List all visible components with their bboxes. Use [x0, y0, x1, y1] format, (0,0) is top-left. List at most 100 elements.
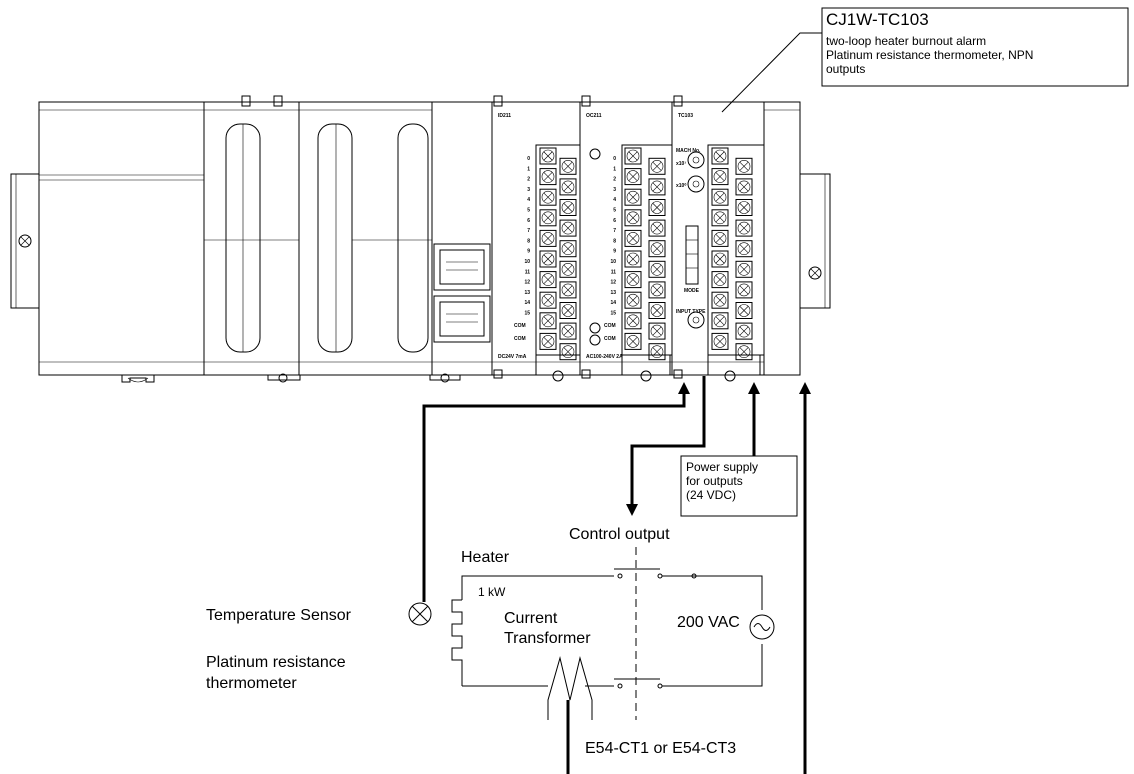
terminal-screw	[648, 199, 666, 216]
sensor-type-line1: Platinum resistance	[206, 654, 346, 671]
terminal-screw	[624, 271, 642, 289]
callout-box	[821, 7, 1129, 87]
terminal-block-id211	[535, 144, 581, 361]
tc103-mode: MODE	[684, 288, 700, 294]
terminal-screw	[624, 250, 642, 268]
terminal-screw	[711, 312, 729, 330]
mach-no-switch-high	[687, 151, 705, 169]
terminal-block-oc211	[621, 144, 673, 361]
terminal-screw	[624, 188, 642, 206]
terminal-number: 9	[613, 249, 616, 255]
terminal-screw	[648, 322, 666, 340]
terminal-screw	[735, 178, 753, 196]
terminal-screw	[539, 147, 557, 165]
cpu-unit-2	[298, 101, 433, 376]
terminal-number: 8	[527, 238, 530, 244]
temperature-module-tc103: TC103 MACH No. x10¹ x10⁰ MODE INPUT TYPE	[671, 95, 765, 382]
terminal-number: 14	[610, 300, 616, 306]
terminal-screw	[711, 250, 729, 268]
terminal-number: 2	[613, 177, 616, 183]
terminal-screw	[539, 312, 557, 330]
current-transformer-symbol	[547, 656, 593, 720]
terminal-screw	[559, 281, 577, 299]
terminal-number: 1	[527, 166, 530, 172]
callout-line2: Platinum resistance thermometer, NPN	[826, 48, 1033, 62]
power-supply-line2: for outputs	[686, 474, 743, 488]
power-supply-line1: Power supply	[686, 460, 758, 474]
wiring	[422, 376, 811, 774]
power-supply-box	[680, 455, 798, 517]
id211-com-b: COM	[514, 336, 526, 342]
terminal-screw	[648, 157, 666, 175]
sensor-label: Temperature Sensor	[206, 607, 352, 624]
terminal-screw	[711, 332, 729, 350]
terminal-screw	[539, 291, 557, 309]
terminal-number: 13	[610, 290, 616, 296]
terminal-screw	[539, 168, 557, 186]
ct-wire-arrow	[799, 382, 811, 394]
control-output-wire	[630, 376, 706, 506]
terminal-screw	[711, 209, 729, 227]
sensor-type-line2: thermometer	[206, 675, 297, 692]
module-label-id211: ID211	[498, 113, 511, 119]
terminal-screw	[735, 219, 753, 237]
heater-label: Heater	[461, 549, 510, 566]
terminal-screw	[735, 343, 753, 361]
terminal-screw	[559, 240, 577, 258]
oc211-com-a: COM	[604, 323, 616, 329]
id211-rating: DC24V 7mA	[498, 354, 527, 360]
terminal-screw	[559, 302, 577, 319]
terminal-screw	[559, 157, 577, 175]
terminal-screw	[735, 281, 753, 299]
oc211-rating: AC100-240V 2A	[586, 354, 623, 360]
terminal-screw	[539, 332, 557, 350]
heater-symbol	[451, 599, 463, 676]
heater-circuit: Control output Heater 1 kW 200 VAC Tempe…	[206, 526, 775, 757]
terminal-screw	[624, 209, 642, 227]
terminal-screw	[711, 168, 729, 186]
mach-no-switch-low	[687, 175, 705, 193]
callout-leader	[721, 32, 822, 113]
terminal-number: 14	[524, 300, 530, 306]
terminal-screw	[539, 188, 557, 206]
terminal-number: 4	[527, 197, 530, 203]
terminal-screw	[711, 271, 729, 289]
terminal-screw	[648, 219, 666, 237]
control-output-arrow	[626, 504, 638, 516]
power-supply-label: Power supply for outputs (24 VDC)	[680, 455, 798, 517]
terminal-screw	[559, 178, 577, 196]
terminal-screw	[624, 291, 642, 309]
power-supply-arrow	[748, 382, 760, 394]
callout-line3: outputs	[826, 62, 865, 76]
terminal-number: 12	[524, 280, 530, 286]
mode-dip-switch	[685, 225, 699, 285]
input-type-switch	[687, 311, 705, 329]
tc103-x10-1: x10¹	[676, 161, 686, 167]
terminal-screw	[559, 322, 577, 340]
terminal-number: 0	[527, 156, 530, 162]
terminal-screw	[648, 302, 666, 319]
terminal-number: 15	[610, 311, 616, 317]
cpu-unit	[203, 95, 301, 383]
terminal-screw	[559, 199, 577, 216]
terminal-number: 12	[610, 280, 616, 286]
terminal-screw	[539, 209, 557, 227]
supply-label: 200 VAC	[677, 614, 740, 631]
terminal-screw	[735, 302, 753, 319]
terminal-screw	[648, 178, 666, 196]
sensor-arrow	[678, 382, 690, 394]
terminal-number: 2	[527, 177, 530, 183]
terminal-screw	[711, 188, 729, 206]
ethernet-ports	[429, 101, 493, 383]
terminal-number: 11	[525, 269, 531, 275]
terminal-number: 0	[613, 156, 616, 162]
power-supply-unit	[38, 101, 205, 383]
terminal-screw	[648, 240, 666, 258]
terminal-screw	[711, 229, 729, 247]
tc103-x10-0: x10⁰	[676, 183, 686, 189]
